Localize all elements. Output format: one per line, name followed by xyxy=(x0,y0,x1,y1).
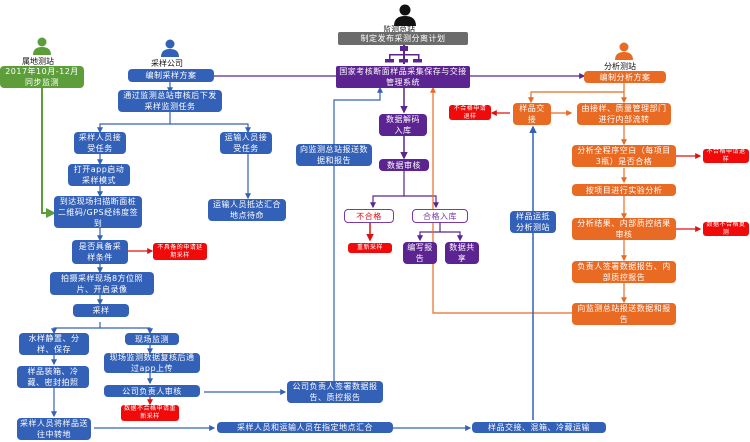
person-icon-local xyxy=(33,37,51,55)
person-icon-hq xyxy=(394,4,416,26)
actor-lab: 分析测站 xyxy=(604,62,636,71)
blank-box: 分析全程序空白（每项目3瓶）是否合格 xyxy=(572,145,676,167)
lab-plan-box: 编制分析方案 xyxy=(584,71,666,83)
transfer-box: 样品交接、混箱、冷藏运输 xyxy=(472,422,606,433)
internal-box: 由接样、质量管理部门进行内部流转 xyxy=(577,103,671,125)
pack-box: 样品装箱、冷藏、密封拍照 xyxy=(17,366,89,388)
transport-accept-box: 运输人员接受任务 xyxy=(220,132,272,154)
sampler-accept-box: 采样人员接受任务 xyxy=(74,132,126,154)
handover-box: 样品交接 xyxy=(513,103,551,125)
org-chart-icon xyxy=(385,46,422,63)
decode-box: 数据解码入库 xyxy=(379,114,427,136)
meet-box: 采样人员和运输人员在指定地点汇合 xyxy=(217,422,393,433)
fail-box: 不合格 xyxy=(344,209,394,223)
condition-no-box: 不具备的申请延期采样 xyxy=(153,243,207,260)
field-upload-box: 现场监测数据复核后通过app上传 xyxy=(104,353,200,373)
blank-fail-box: 不合格申请退样 xyxy=(703,148,749,163)
transport-arrive-box: 运输人员抵达汇合地点待命 xyxy=(208,199,286,221)
person-icon-lab xyxy=(615,42,633,60)
field-box: 现场监测 xyxy=(125,333,179,345)
condition-box: 是否具备采样条件 xyxy=(72,240,128,264)
handover-fail-box: 不合格申请退样 xyxy=(449,105,491,120)
audit-box: 数据审核 xyxy=(379,159,429,171)
task-box: 通过监测总站审核后下发采样监测任务 xyxy=(118,90,222,112)
qc-box: 分析结果、内部质控结果审核 xyxy=(572,218,676,240)
sign-box: 公司负责人签署数据报告、质控报告 xyxy=(287,381,383,403)
pass-box: 合格入库 xyxy=(412,209,468,223)
review-box: 公司负责人审核 xyxy=(104,385,200,397)
sampling-box: 采样 xyxy=(73,304,129,317)
review-fail-box: 数据不合格申请重新采样 xyxy=(121,405,179,421)
arrive-box: 到达现场扫描断面桩二维码/GPS经纬度签到 xyxy=(54,196,142,228)
local-sync-box: 2017年10月-12月同步监测 xyxy=(0,66,84,88)
company-plan-box: 编制采样方案 xyxy=(128,69,214,82)
share-box: 数据共享 xyxy=(445,242,479,264)
person-icon-company xyxy=(161,39,179,57)
actor-local: 属地测站 xyxy=(22,57,54,66)
send-box: 采样人员将样品送往中转地 xyxy=(17,418,91,440)
actor-company: 采样公司 xyxy=(151,59,183,68)
analysis-box: 按项目进行实验分析 xyxy=(572,184,676,196)
photo-box: 拍摄采样现场8方位照片、开启录像 xyxy=(50,272,154,295)
water-box: 水样静置、分样、保存 xyxy=(19,333,89,355)
report-hq-box: 向监测总站报送数据和报告 xyxy=(296,144,372,166)
lab-report-box: 向监测总站报送数据和报告 xyxy=(572,303,676,325)
write-report-box: 编写报告 xyxy=(403,242,437,264)
open-app-box: 打开app启动采样模式 xyxy=(68,164,130,186)
arrive-lab-box: 样品运抵分析测站 xyxy=(510,211,556,233)
actor-hq: 监测总站 xyxy=(383,25,415,34)
qc-fail-box: 数据不合格复测 xyxy=(703,221,749,236)
system-box: 国家考核断面样品采集保存与交接管理系统 xyxy=(336,66,470,88)
lab-sign-box: 负责人签署数据报告、内部质控报告 xyxy=(572,261,676,283)
hq-plan-box: 制定发布采测分离计划 xyxy=(338,32,468,45)
resample-box: 重新采样 xyxy=(348,243,392,253)
